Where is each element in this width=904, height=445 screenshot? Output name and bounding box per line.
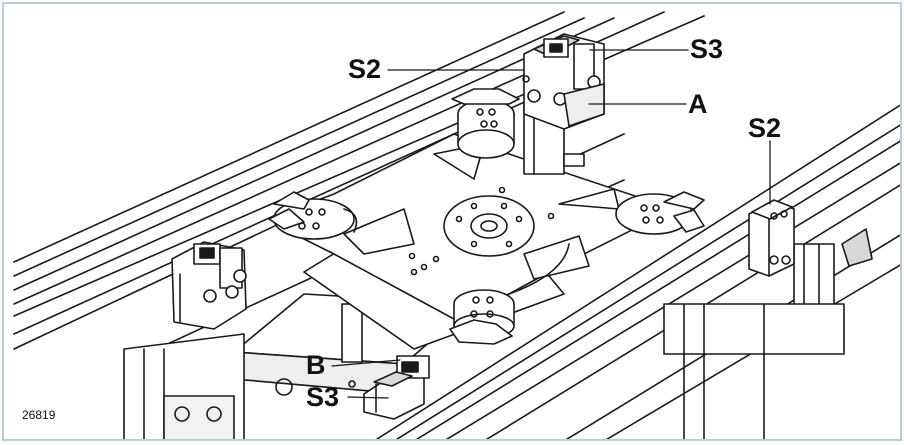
leader-b [331,359,401,367]
locating-block-left [268,191,358,240]
top-sensor-assembly [522,33,605,175]
locating-block-bottom [449,289,515,345]
left-sensor [171,241,247,330]
label-b: B [306,350,326,380]
leader-s3-bottom [347,396,389,399]
label-s3-top: S3 [690,34,724,64]
label-a: A [688,89,708,119]
drawing-number: 26819 [22,408,56,422]
right-supports [663,228,873,439]
conveyor-assembly-drawing [13,11,900,439]
label-s2-right: S2 [748,113,782,143]
stopper-assembly [363,355,430,420]
right-sensor [748,199,795,277]
leader-lines [331,49,771,399]
label-s2-left: S2 [348,54,382,84]
locating-block-right [615,191,705,235]
label-s3-bottom: S3 [306,382,340,412]
locating-block-top [451,88,520,159]
rotary-plate [293,133,645,320]
